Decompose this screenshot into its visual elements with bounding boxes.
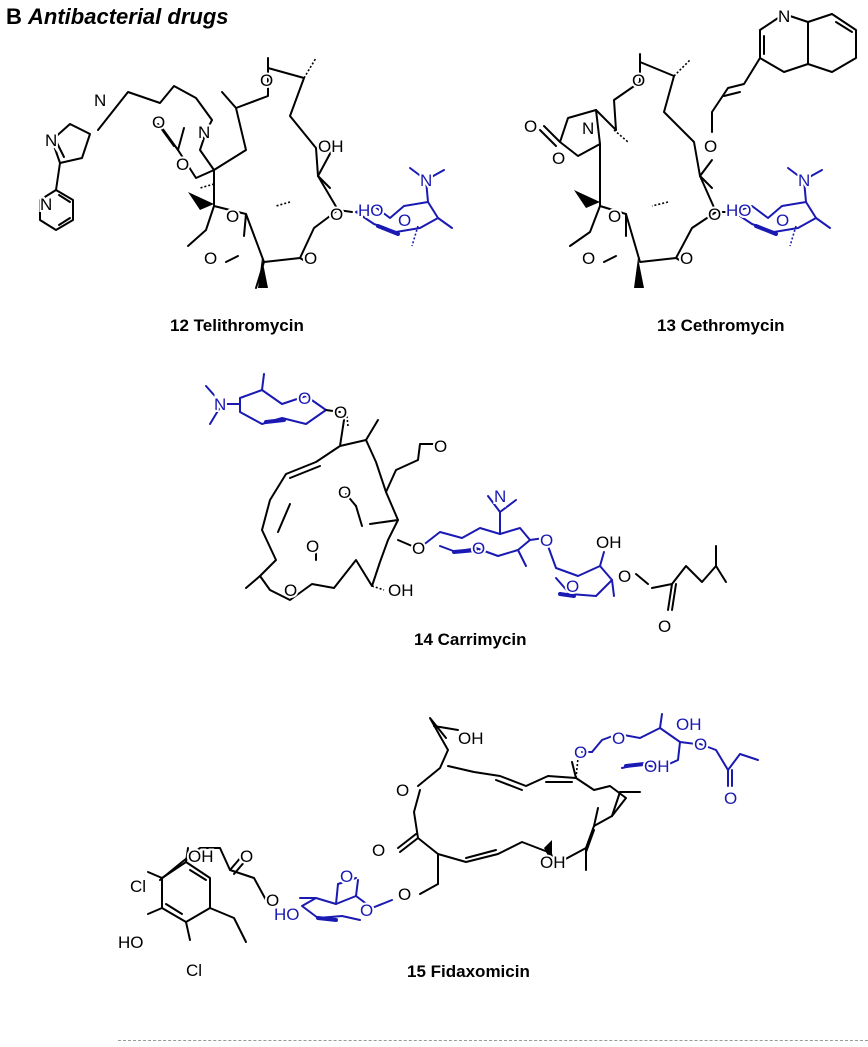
- atom-label-o: O: [574, 743, 587, 762]
- compound-number: 13: [657, 316, 676, 335]
- telithromycin-structure: [39, 57, 453, 289]
- atom-labels: N N N N O O O OH O O O O HO O N N O N N …: [38, 5, 812, 982]
- atom-label-o: O: [680, 249, 693, 268]
- atom-label-o: O: [298, 389, 311, 408]
- cethromycin-structure: [539, 13, 857, 288]
- atom-label-o: O: [176, 155, 189, 174]
- atom-label-o: O: [266, 891, 279, 910]
- compound-number: 14: [414, 630, 433, 649]
- atom-label-cl: Cl: [130, 877, 146, 896]
- atom-label-o: O: [612, 729, 625, 748]
- atom-label-o: O: [398, 211, 411, 230]
- atom-label-o: O: [582, 249, 595, 268]
- compound-caption-fidaxomicin: 15 Fidaxomicin: [407, 962, 530, 982]
- atom-label-o: O: [330, 205, 343, 224]
- atom-label-o: O: [334, 403, 347, 422]
- atom-label-o: O: [340, 867, 353, 886]
- atom-label-n: N: [94, 91, 106, 110]
- atom-label-n: N: [214, 395, 226, 414]
- atom-label-o: O: [152, 113, 165, 132]
- atom-label-n: N: [420, 171, 432, 190]
- atom-label-ho: HO: [358, 201, 384, 220]
- atom-label-o: O: [776, 211, 789, 230]
- atom-label-o: O: [240, 847, 253, 866]
- atom-label-o: O: [524, 117, 537, 136]
- fidaxomicin-structure: [147, 713, 759, 943]
- compound-name: Fidaxomicin: [430, 962, 530, 981]
- compound-name: Cethromycin: [680, 316, 785, 335]
- panel-title: B Antibacterial drugs: [6, 4, 229, 30]
- atom-label-oh: OH: [676, 715, 702, 734]
- compound-number: 15: [407, 962, 426, 981]
- atom-label-o: O: [284, 581, 297, 600]
- atom-label-o: O: [472, 539, 485, 558]
- atom-label-o: O: [226, 207, 239, 226]
- atom-label-o: O: [694, 735, 707, 754]
- atom-label-o: O: [412, 539, 425, 558]
- atom-label-o: O: [306, 537, 319, 556]
- atom-label-oh: OH: [596, 533, 622, 552]
- compound-name: Telithromycin: [193, 316, 304, 335]
- atom-label-n: N: [198, 123, 210, 142]
- atom-label-o: O: [372, 841, 385, 860]
- atom-label-o: O: [396, 781, 409, 800]
- atom-label-o: O: [260, 71, 273, 90]
- atom-label-o: O: [360, 901, 373, 920]
- atom-label-oh: OH: [188, 847, 214, 866]
- atom-label-n: N: [778, 7, 790, 26]
- atom-label-cl: Cl: [186, 961, 202, 980]
- compound-caption-telithromycin: 12 Telithromycin: [170, 316, 304, 336]
- atom-label-n: N: [494, 487, 506, 506]
- compound-caption-cethromycin: 13 Cethromycin: [657, 316, 785, 336]
- atom-label-oh: OH: [388, 581, 414, 600]
- atom-label-o: O: [434, 437, 447, 456]
- atom-label-oh: OH: [318, 137, 344, 156]
- atom-label-o: O: [608, 207, 621, 226]
- atom-label-oh: OH: [644, 757, 670, 776]
- panel-letter: B: [6, 4, 22, 29]
- atom-label-n: N: [798, 171, 810, 190]
- dashed-divider: [118, 1040, 868, 1041]
- carrimycin-structure: [205, 373, 727, 611]
- compound-name: Carrimycin: [437, 630, 527, 649]
- atom-label-n: N: [45, 131, 57, 150]
- atom-label-o: O: [540, 531, 553, 550]
- atom-label-o: O: [204, 249, 217, 268]
- atom-label-o: O: [398, 885, 411, 904]
- atom-label-ho: HO: [726, 201, 752, 220]
- atom-label-o: O: [708, 205, 721, 224]
- atom-label-ho: HO: [274, 905, 300, 924]
- atom-label-o: O: [724, 789, 737, 808]
- atom-label-o: O: [552, 149, 565, 168]
- atom-label-oh: OH: [540, 853, 566, 872]
- compound-caption-carrimycin: 14 Carrimycin: [414, 630, 526, 650]
- atom-label-o: O: [658, 617, 671, 636]
- atom-label-n: N: [582, 119, 594, 138]
- atom-label-o: O: [618, 567, 631, 586]
- atom-label-o: O: [338, 483, 351, 502]
- atom-label-o: O: [566, 577, 579, 596]
- compound-number: 12: [170, 316, 189, 335]
- atom-label-o: O: [704, 137, 717, 156]
- panel-heading: Antibacterial drugs: [28, 4, 229, 29]
- atom-label-n: N: [40, 195, 52, 214]
- atom-label-o: O: [304, 249, 317, 268]
- atom-label-o: O: [632, 71, 645, 90]
- atom-label-oh: OH: [458, 729, 484, 748]
- atom-label-ho: HO: [118, 933, 144, 952]
